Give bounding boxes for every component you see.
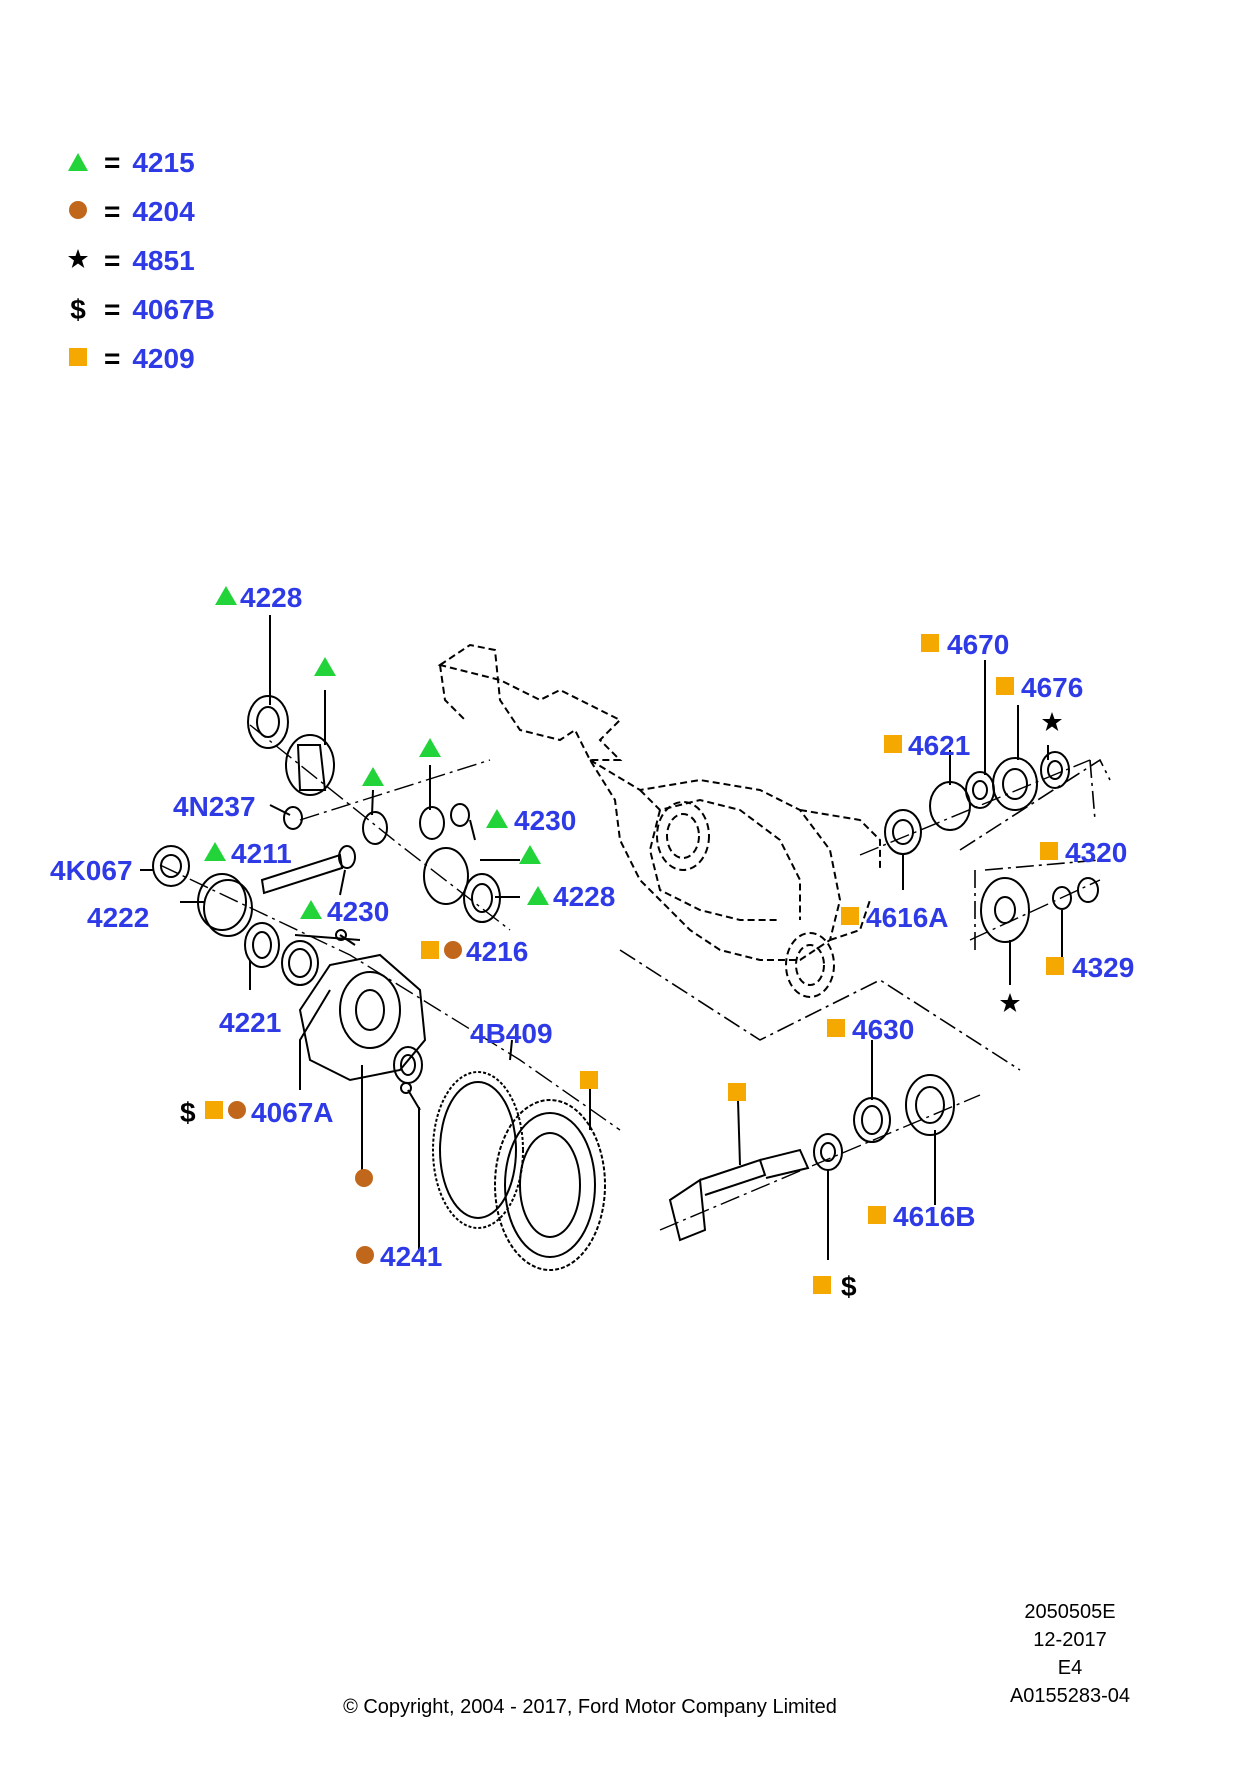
triangle-icon: [204, 842, 226, 861]
square-icon: [827, 1019, 845, 1037]
square-icon: [421, 941, 439, 959]
legend-row-triangle: = 4215: [66, 146, 195, 180]
legend-equals: =: [104, 343, 121, 374]
triangle-icon: [486, 809, 508, 828]
triangle-icon: [362, 767, 384, 786]
triangle-icon: [314, 657, 336, 676]
square-icon: [1040, 842, 1058, 860]
leader-lines: [140, 615, 1063, 1260]
triangle-icon: [419, 738, 441, 757]
part-label: 4067A: [251, 1097, 334, 1128]
legend-code: 4215: [132, 147, 195, 178]
square-icon: [66, 343, 90, 375]
square-icon: [884, 735, 902, 753]
part-label: 4228: [240, 582, 302, 613]
part-label: 4616B: [893, 1201, 976, 1232]
star-icon: [1042, 712, 1062, 731]
part-label: 4630: [852, 1014, 914, 1045]
circle-icon: [356, 1246, 374, 1264]
drawing-reference: A0155283-04: [1009, 1685, 1131, 1707]
part-label: 4230: [327, 896, 389, 927]
legend-code: 4067B: [132, 294, 215, 325]
drawing-number: 2050505E: [1024, 1601, 1116, 1623]
legend-equals: =: [104, 294, 121, 325]
part-label: 4320: [1065, 837, 1127, 868]
star-icon: [66, 245, 90, 277]
triangle-icon: [215, 586, 237, 605]
square-icon: [728, 1083, 746, 1101]
side-gear-top: [247, 695, 335, 796]
left-bearing-set: [152, 845, 319, 986]
drawing-edition: E4: [1057, 1657, 1083, 1679]
legend-equals: =: [104, 196, 121, 227]
copyright-notice: © Copyright, 2004 - 2017, Ford Motor Com…: [343, 1696, 837, 1718]
cross-shaft: [260, 845, 356, 895]
dollar-icon: $: [180, 1097, 196, 1128]
pinion-bearings: [884, 751, 1070, 855]
drawing-date: 12-2017: [1033, 1629, 1107, 1651]
part-label: 4329: [1072, 952, 1134, 983]
part-label: 4670: [947, 629, 1009, 660]
drive-pinion: [668, 1074, 955, 1242]
triangle-icon: [66, 147, 90, 179]
part-label: 4211: [231, 838, 292, 869]
part-label: 4616A: [866, 902, 949, 933]
dollar-icon: $: [70, 294, 86, 325]
legend-equals: =: [104, 245, 121, 276]
circle-icon: [355, 1169, 373, 1187]
square-icon: [868, 1206, 886, 1224]
square-icon: [580, 1071, 598, 1089]
square-icon: [1046, 957, 1064, 975]
reference-block: 2050505E 12-2017 E4 A0155283-04: [995, 1598, 1145, 1710]
circle-icon: [228, 1101, 246, 1119]
part-label: 4676: [1021, 672, 1083, 703]
part-label: 4N237: [173, 791, 256, 822]
differential-case: [298, 929, 427, 1111]
triangle-icon: [527, 886, 549, 905]
legend-row-circle: = 4204: [66, 195, 195, 229]
triangle-icon: [300, 900, 322, 919]
square-icon: [205, 1101, 223, 1119]
companion-flange: [980, 877, 1099, 943]
circle-icon: [66, 196, 90, 228]
ring-gear: [432, 1071, 606, 1271]
square-icon: [921, 634, 939, 652]
square-icon: [813, 1276, 831, 1294]
part-label: 4241: [380, 1241, 442, 1272]
part-label: 4230: [514, 805, 576, 836]
part-label: 4K067: [50, 855, 133, 886]
section-outline: [619, 758, 1111, 1071]
part-label: 4621: [908, 730, 970, 761]
legend-code: 4209: [132, 343, 195, 374]
triangle-icon: [519, 845, 541, 864]
legend-row-square: = 4209: [66, 342, 195, 376]
axis-lines: [159, 724, 1101, 1231]
square-icon: [841, 907, 859, 925]
part-label: 4228: [553, 881, 615, 912]
part-label: 4B409: [470, 1018, 553, 1049]
dollar-icon: $: [841, 1271, 857, 1302]
part-label: 4216: [466, 936, 528, 967]
legend-code: 4204: [132, 196, 195, 227]
circle-icon: [444, 941, 462, 959]
legend-code: 4851: [132, 245, 195, 276]
part-label: 4222: [87, 902, 149, 933]
axle-housing: [437, 643, 881, 998]
legend-row-dollar: $ = 4067B: [66, 293, 215, 327]
square-icon: [996, 677, 1014, 695]
part-label: 4221: [219, 1007, 281, 1038]
legend-row-star: = 4851: [66, 244, 195, 278]
legend-equals: =: [104, 147, 121, 178]
star-icon: [1000, 993, 1020, 1012]
